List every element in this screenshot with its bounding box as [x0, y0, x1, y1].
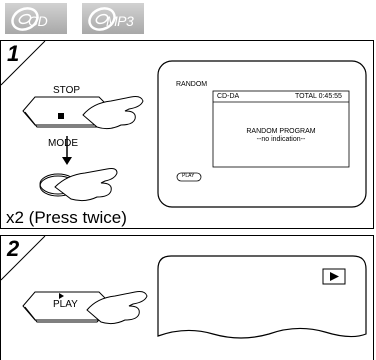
play-tag [176, 172, 202, 182]
step-2-illustration [1, 236, 367, 339]
press-twice-note: x2 (Press twice) [6, 208, 127, 227]
cd-badge-label: CD [28, 13, 48, 29]
step-number: 2 [7, 236, 20, 261]
disc-logo-icon [11, 7, 39, 31]
total-time: TOTAL 0:45:55 [295, 93, 342, 100]
program-note: --no indication-- [256, 136, 306, 143]
step-1-illustration [1, 41, 367, 208]
program-box [212, 90, 350, 168]
hand-icon [86, 291, 148, 325]
mode-button-label: MODE [48, 138, 78, 149]
step-1-panel: 1 STOP MODE x2 (Press twice) RANDOM CD-D… [0, 40, 374, 229]
program-title: RANDOM PROGRAM [246, 128, 316, 135]
mp3-badge: MP3 [82, 3, 144, 34]
hand-icon [82, 96, 144, 130]
random-label: RANDOM [176, 81, 208, 88]
disc-type: CD-DA [217, 93, 240, 100]
stop-icon [58, 113, 64, 119]
play-indicator-icon [330, 272, 339, 281]
hand-icon [54, 168, 118, 202]
disc-logo-icon [88, 7, 116, 31]
cd-badge: CD [5, 3, 67, 34]
stop-button-label: STOP [53, 85, 81, 96]
step-number: 1 [7, 41, 20, 66]
tv-screen [157, 255, 367, 339]
play-tag-label: PLAY [182, 173, 195, 179]
mp3-badge-label: MP3 [106, 13, 134, 29]
step-2-panel: 2 PLAY [0, 235, 374, 360]
play-icon [59, 293, 64, 299]
play-button-label: PLAY [53, 299, 78, 310]
